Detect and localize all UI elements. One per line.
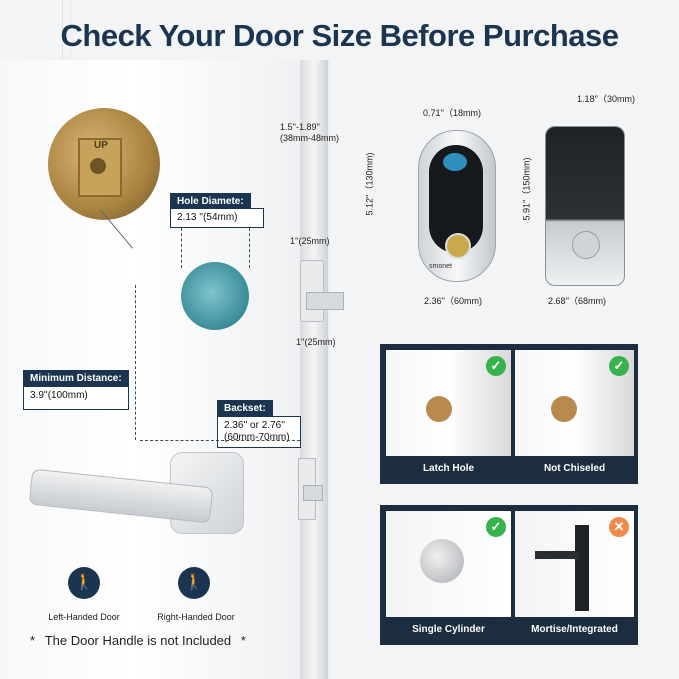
latch-bolt [306, 292, 344, 310]
latch-plate [300, 260, 324, 322]
latch-top-dim: 1''(25mm) [290, 236, 330, 246]
door-thickness-line1: 1.5''-1.89'' [280, 122, 320, 132]
footnote: * The Door Handle is not Included * [30, 633, 246, 648]
fingerprint-icon [443, 153, 467, 171]
footnote-text: The Door Handle is not Included [44, 633, 232, 648]
latch-hole-photo: ✓ [386, 350, 511, 456]
single-cylinder-photo: ✓ [386, 511, 511, 617]
strike-bolt [303, 485, 323, 501]
footnote-star: * [30, 633, 36, 648]
keyhole-icon [445, 233, 471, 259]
back-width-dim: 2.68''（68mm) [548, 296, 606, 306]
panel-caption-latch-hole: Latch Hole [386, 460, 511, 478]
latch-bottom-dim: 1''(25mm) [296, 337, 336, 347]
front-keypad-unit: smonet [418, 130, 496, 282]
left-handed-door-icon: 🚶 [68, 567, 100, 599]
right-handed-door-icon: 🚶 [178, 567, 210, 599]
page-title: Check Your Door Size Before Purchase [60, 18, 619, 53]
left-handed-door-label: Left-Handed Door [48, 612, 120, 622]
check-icon: ✓ [486, 517, 506, 537]
check-icon: ✓ [486, 356, 506, 376]
dimension-line [140, 440, 300, 441]
panel-caption-not-chiseled: Not Chiseled [515, 460, 634, 478]
brand-label: smonet [429, 263, 452, 270]
check-icon: ✓ [609, 356, 629, 376]
front-width-dim: 2.36''（60mm) [424, 296, 482, 306]
hole-diameter-value: 2.13 ''(54mm) [170, 208, 264, 228]
mortise-photo: ✕ [515, 511, 634, 617]
dimension-line [249, 228, 250, 268]
right-handed-door-label: Right-Handed Door [157, 612, 235, 622]
backset-value-line1: 2.36'' or 2.76'' [224, 420, 286, 431]
strike-plate-photo: UP [48, 108, 160, 220]
strike-up-label: UP [94, 140, 108, 151]
back-depth-dim: 1.18''（30mm) [577, 94, 635, 104]
panel-caption-mortise: Mortise/Integrated [515, 621, 634, 639]
backset-value: 2.36'' or 2.76'' (60mm-70mm) [217, 416, 301, 448]
minimum-distance-value: 3.9''(100mm) [23, 386, 129, 410]
x-icon: ✕ [609, 517, 629, 537]
thumbturn-icon [572, 231, 600, 259]
front-depth-dim: 0.71''（18mm) [423, 108, 481, 118]
hole-diameter-label: Hole Diamete: [170, 193, 251, 210]
back-thumbturn-unit [545, 126, 625, 286]
backset-label: Backset: [217, 400, 273, 417]
front-height-dim: 5.12''（130mm) [364, 152, 375, 216]
door-thickness-dim: 1.5''-1.89'' (38mm-48mm) [280, 122, 339, 144]
not-chiseled-photo: ✓ [515, 350, 634, 456]
door-thickness-line2: (38mm-48mm) [280, 133, 340, 143]
bore-hole-diagram [181, 262, 249, 330]
dimension-line [135, 285, 136, 440]
back-height-dim: 5.91''（150mm) [521, 157, 532, 221]
dimension-line [181, 228, 182, 268]
backset-value-line2: (60mm-70mm) [224, 432, 290, 443]
panel-caption-single-cylinder: Single Cylinder [386, 621, 511, 639]
minimum-distance-label: Minimum Distance: [23, 370, 129, 387]
door-edge [300, 60, 328, 679]
footnote-star: * [240, 633, 246, 648]
